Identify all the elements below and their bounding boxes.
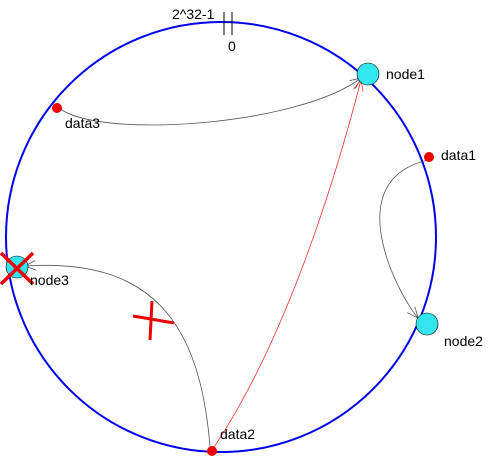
max-hash-label: 2^32-1 (172, 6, 215, 22)
data2-label: data2 (220, 426, 255, 442)
data2-marker (207, 446, 217, 456)
node2-marker (415, 312, 439, 336)
node3-label: node3 (30, 272, 69, 288)
data1-label: data1 (441, 147, 476, 163)
hash-ring (5, 21, 437, 453)
zero-hash-label: 0 (228, 38, 236, 54)
node3-removed-cross-icon (0, 251, 35, 286)
node1-marker (356, 62, 380, 86)
data3-label: data3 (65, 115, 100, 131)
node2-label: node2 (444, 333, 483, 349)
mapping-arrow-data2-to-node1 (211, 80, 361, 451)
broken-mapping-cross-icon (132, 300, 175, 341)
mapping-arrow-data2-to-node3 (25, 265, 211, 448)
mapping-arrow-data1-to-node2 (379, 159, 429, 318)
data3-marker (52, 103, 62, 113)
mapping-arrow-data3-to-node1 (58, 78, 361, 126)
data1-marker (424, 152, 434, 162)
node1-label: node1 (386, 66, 425, 82)
